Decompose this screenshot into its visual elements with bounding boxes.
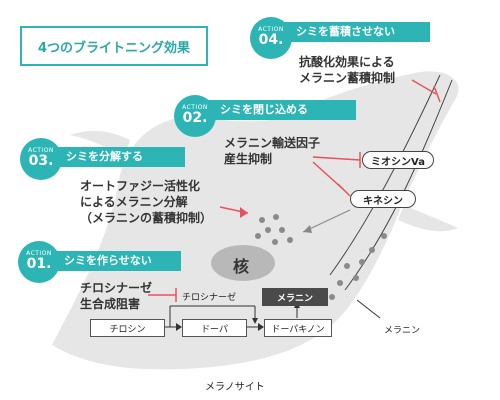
- melanin-pointer-label: メラニン: [384, 326, 421, 336]
- diagram-title: 4つのブライトニング効果: [20, 26, 208, 66]
- action-01-label: シミを作らせない: [38, 251, 181, 271]
- microtubule-1: [329, 74, 441, 276]
- action-01-badge: ACTION 01.: [18, 241, 60, 283]
- action-01-word: ACTION: [26, 250, 52, 257]
- action-03-word: ACTION: [28, 147, 54, 154]
- action-02-badge: ACTION 02.: [174, 95, 216, 137]
- action-04-word: ACTION: [258, 26, 284, 33]
- nucleus-label: 核: [233, 257, 250, 276]
- action-03-label: シミを分解する: [40, 147, 185, 167]
- inhibit-action02: [312, 152, 361, 197]
- action-04-label: シミを蓄積させない: [270, 22, 430, 42]
- action-03-badge: ACTION 03.: [20, 138, 62, 180]
- inhibit-action03: [219, 206, 249, 218]
- action-02-number: 02.: [182, 110, 208, 126]
- action-04-number: 04.: [258, 32, 284, 48]
- action-03-number: 03.: [28, 153, 54, 169]
- action-01-description: チロシナーゼ 生合成阻害: [80, 281, 153, 311]
- melanocyte-dendrite-left: [70, 130, 130, 160]
- melanosome-cluster-center: [255, 214, 293, 245]
- action-02-description: メラニン輸送因子 産生抑制: [224, 136, 321, 166]
- action-04-description: 抗酸化効果による メラニン蓄積抑制: [299, 55, 396, 85]
- melanocyte-label: メラノサイト: [205, 382, 265, 393]
- kinesin-arrow: [302, 209, 351, 233]
- action-01-number: 01.: [26, 256, 52, 272]
- action-02-word: ACTION: [182, 104, 208, 111]
- pathway-connectors: [165, 305, 298, 328]
- melanosome-chain: [329, 233, 387, 300]
- tyrosine-box: チロシン: [90, 319, 165, 337]
- dopa-box: ドーパ: [182, 319, 247, 337]
- inhibit-action04: [411, 79, 441, 103]
- dopaquinone-box: ドーパキノン: [264, 319, 332, 337]
- melanin-pointer-line: [356, 299, 381, 319]
- action-02-label: シミを閉じ込める: [194, 100, 356, 120]
- inhibit-action01: [148, 288, 177, 302]
- action-03-description: オートファジー活性化 によるメラニン分解 （メラニンの蓄積抑制）: [80, 179, 213, 225]
- kinesin-label: キネシン: [350, 190, 416, 208]
- tyrosinase-label: チロシナーゼ: [182, 293, 237, 303]
- myosin-va-label: ミオシンVa: [362, 151, 434, 169]
- action-04-badge: ACTION 04.: [250, 17, 292, 59]
- melanin-box: メラニン: [262, 288, 328, 306]
- nucleus: [211, 245, 275, 281]
- melanocyte-dendrite-right: [398, 205, 458, 232]
